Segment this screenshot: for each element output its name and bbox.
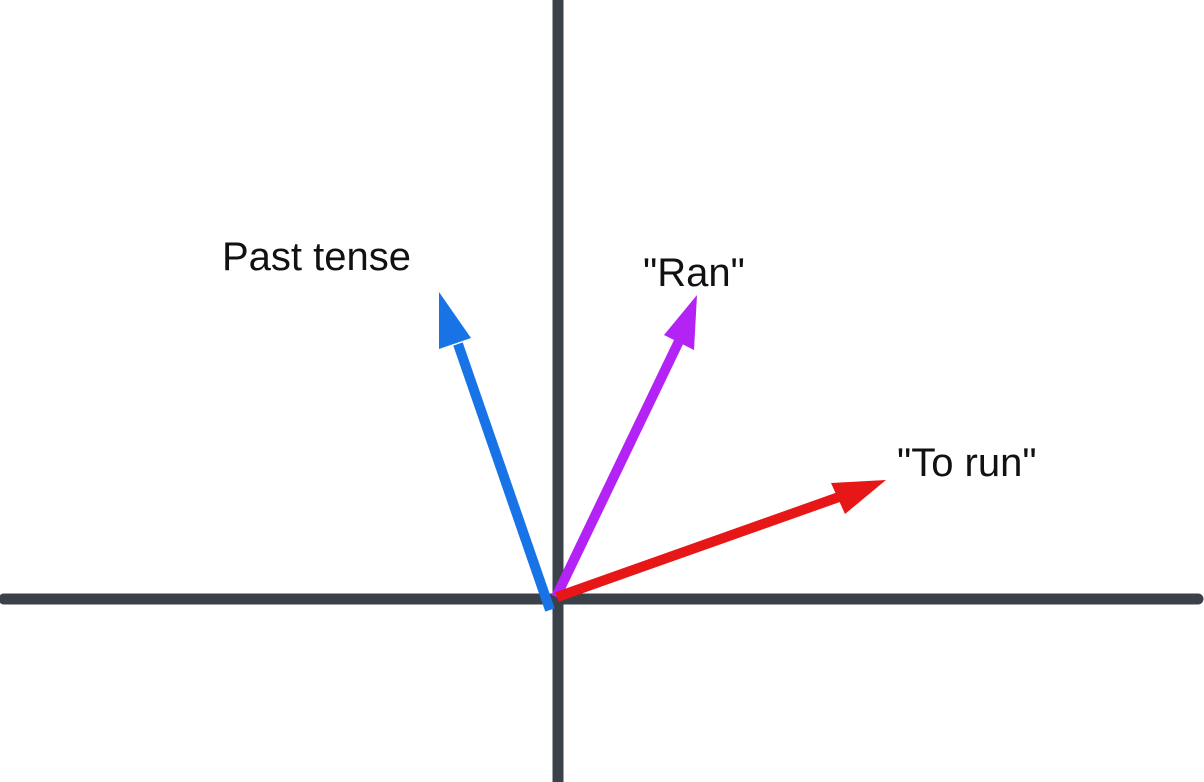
- vector-ran-label: "Ran": [643, 251, 745, 295]
- vector-past-tense-shaft: [453, 342, 555, 612]
- vector-past-tense-arrowhead: [439, 292, 471, 349]
- vector-past-tense-label: Past tense: [222, 235, 411, 279]
- vector-to-run-shaft: [555, 492, 841, 602]
- vector-ran-shaft: [551, 336, 685, 600]
- vector-to-run: "To run": [555, 441, 1037, 602]
- vector-ran-arrowhead: [664, 295, 697, 350]
- vector-to-run-label: "To run": [897, 441, 1037, 485]
- vector-past-tense: Past tense: [222, 235, 555, 612]
- vector-ran: "Ran": [551, 251, 745, 600]
- vector-to-run-arrowhead: [831, 480, 886, 514]
